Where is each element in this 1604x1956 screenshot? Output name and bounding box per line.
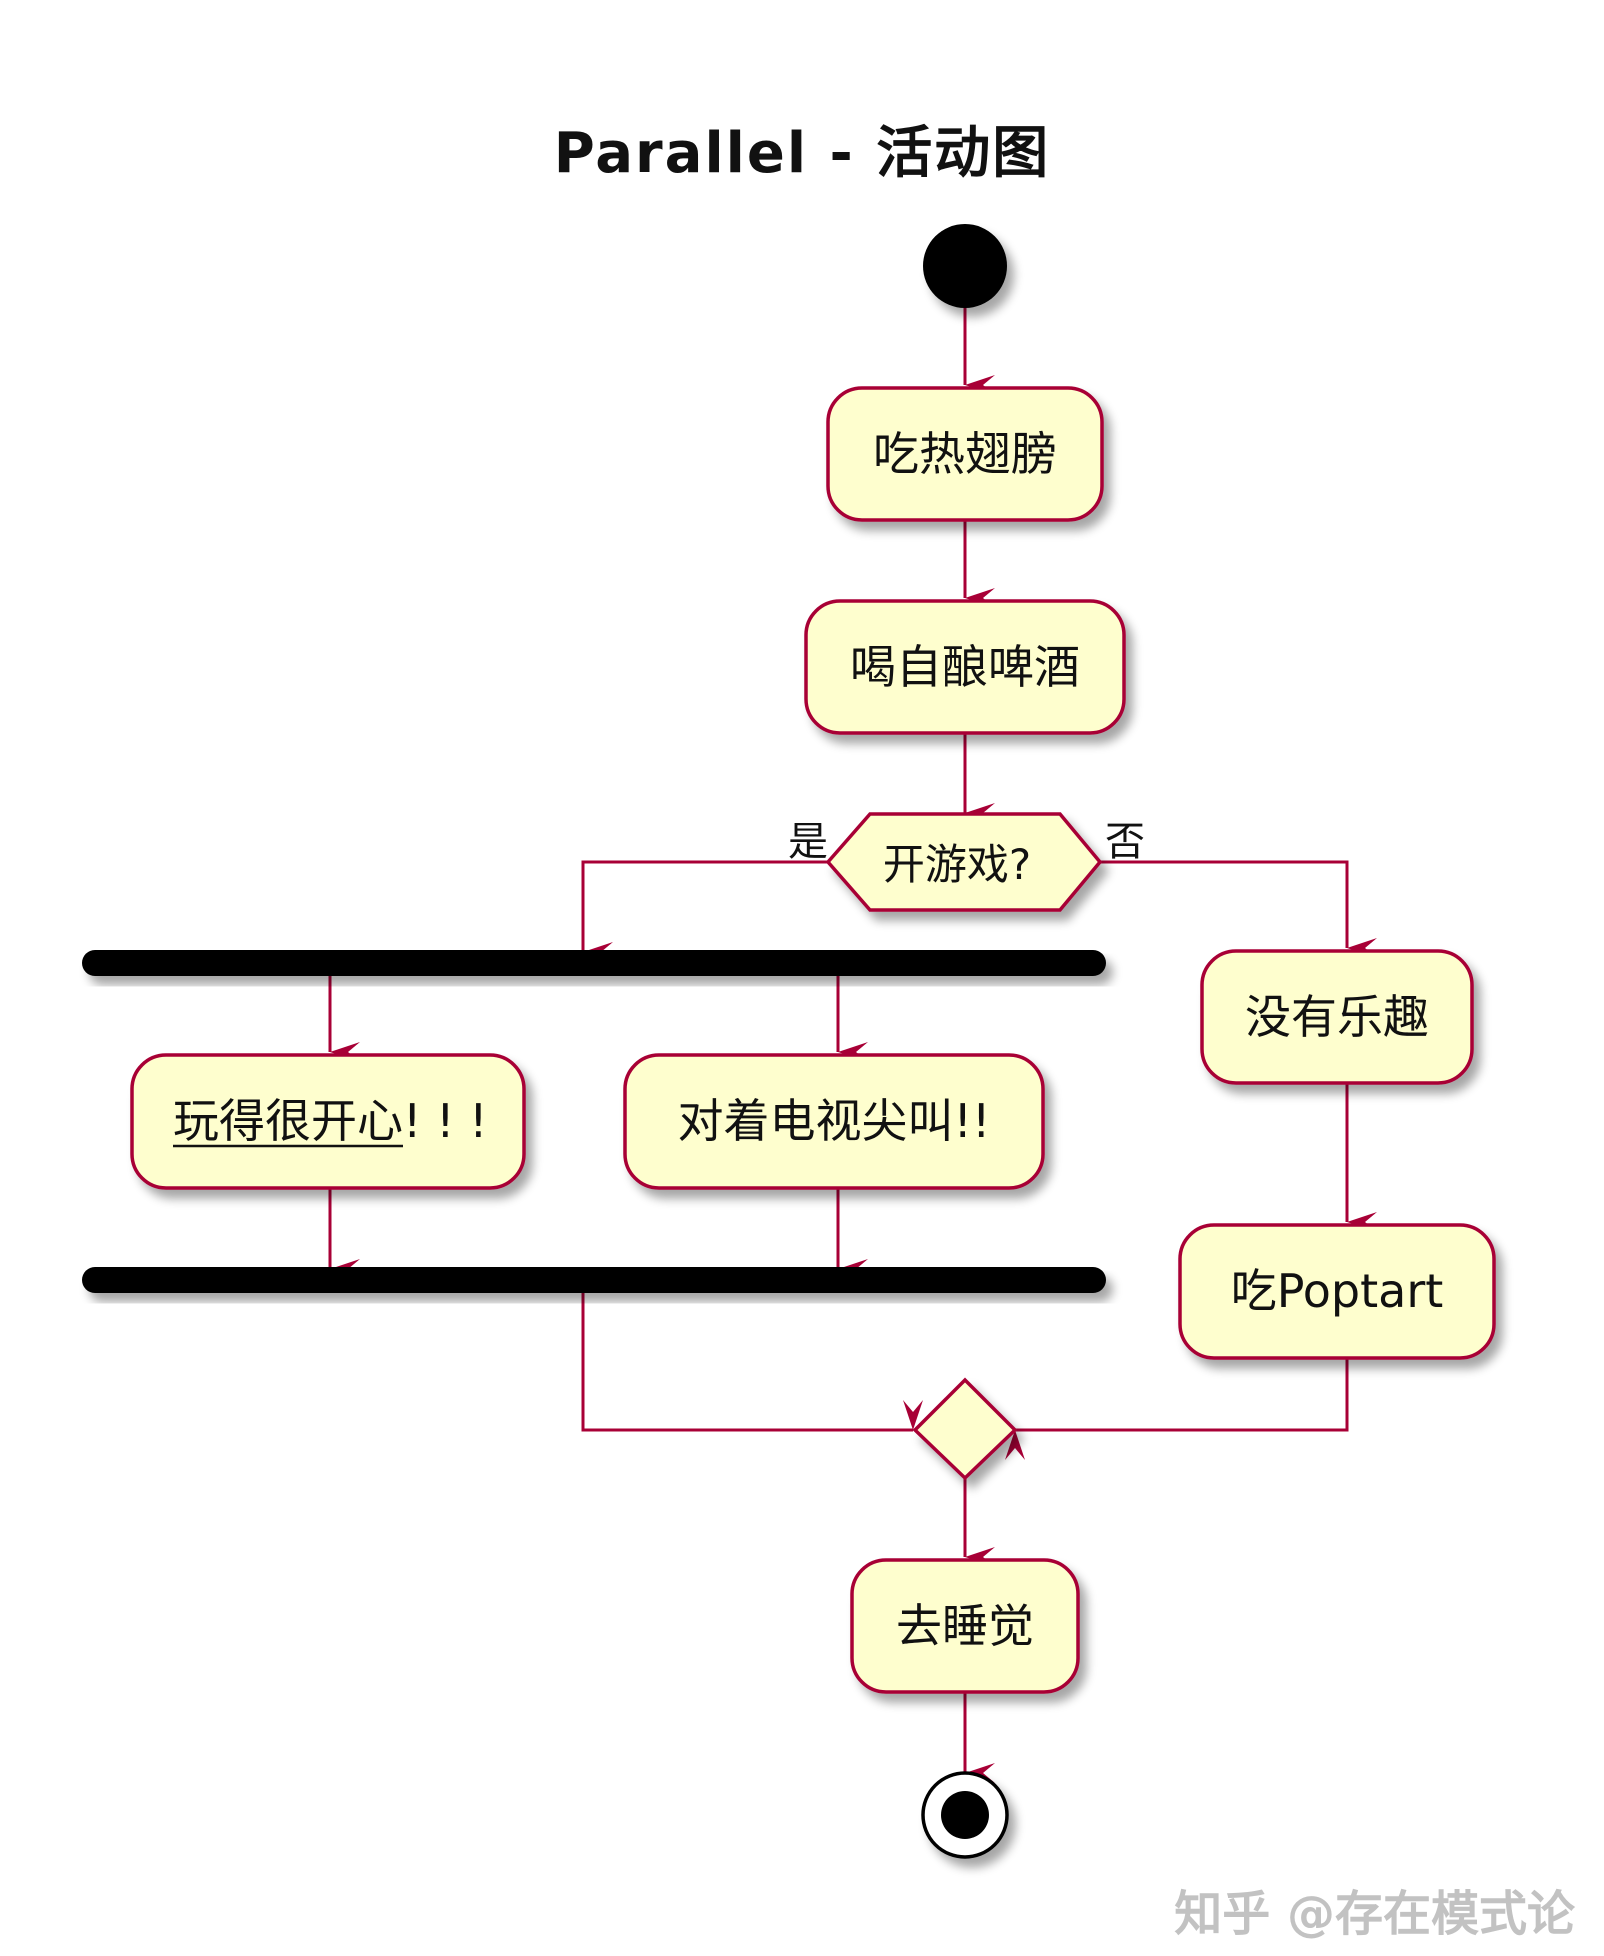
decision-yes-label: 是	[788, 819, 828, 865]
activity-eat-poptart-label: 吃Poptart	[1231, 1264, 1444, 1318]
watermark: 知乎 @存在模式论	[1174, 1886, 1576, 1942]
activity-have-fun-label: 玩得很开心! ! !	[173, 1094, 488, 1148]
activity-sleep: 去睡觉	[850, 1558, 1080, 1694]
decision-no-label: 否	[1105, 819, 1145, 865]
edges	[328, 298, 1377, 1783]
activity-drink-beer: 喝自酿啤酒	[804, 599, 1126, 735]
edge-poptart-to-merge	[1005, 1358, 1349, 1460]
end-node	[921, 1771, 1009, 1859]
join-bar	[82, 1267, 1106, 1293]
edge-join-to-merge	[581, 1293, 923, 1432]
activity-sleep-label: 去睡觉	[896, 1599, 1034, 1653]
diagram-title: Parallel - 活动图	[554, 121, 1051, 186]
activity-drink-beer-label: 喝自酿啤酒	[850, 640, 1080, 694]
fork-bar	[82, 950, 1106, 976]
activity-have-fun-suffix: ! ! !	[403, 1094, 488, 1148]
activity-eat-wings-label: 吃热翅膀	[873, 427, 1057, 481]
decision-label: 开游戏?	[883, 840, 1031, 889]
decision-play-game: 开游戏? 是 否	[788, 812, 1145, 912]
edge-decision-no	[1100, 860, 1377, 958]
activity-have-fun-underlined: 玩得很开心	[173, 1094, 403, 1148]
activity-eat-wings: 吃热翅膀	[826, 386, 1104, 522]
merge-node	[912, 1377, 1018, 1481]
activity-yell-tv: 对着电视尖叫!!	[623, 1053, 1045, 1190]
activity-no-fun: 没有乐趣	[1200, 949, 1474, 1085]
activity-no-fun-label: 没有乐趣	[1245, 990, 1429, 1044]
activity-have-fun: 玩得很开心! ! !	[130, 1053, 526, 1190]
activity-yell-tv-label: 对着电视尖叫!!	[678, 1094, 991, 1148]
edge-decision-yes	[581, 860, 828, 962]
activity-eat-poptart: 吃Poptart	[1178, 1223, 1496, 1360]
start-node	[923, 224, 1007, 308]
